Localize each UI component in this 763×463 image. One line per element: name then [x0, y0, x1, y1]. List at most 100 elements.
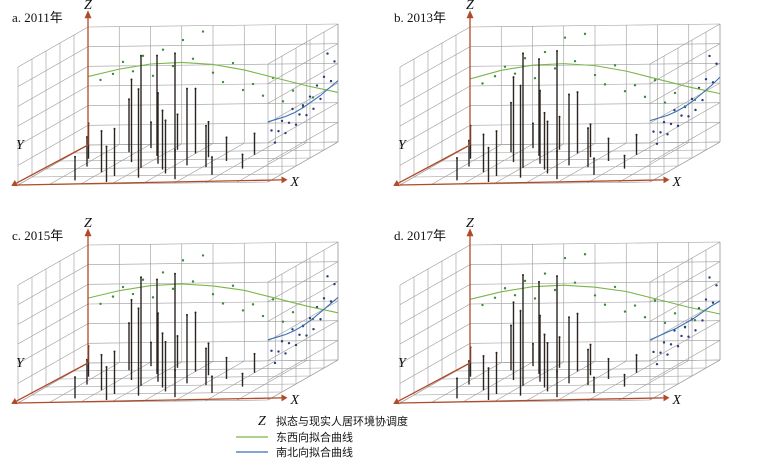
stem-tip	[589, 343, 592, 346]
grid-line	[462, 361, 533, 403]
stem-tip	[140, 54, 142, 57]
ns-point	[676, 124, 680, 128]
ns-point	[701, 98, 704, 102]
grid-line	[80, 143, 151, 185]
stem-tip	[543, 111, 546, 114]
stem-tip	[225, 356, 228, 359]
ew-point	[211, 71, 215, 74]
stem-tip	[522, 52, 524, 55]
grid-line	[399, 284, 471, 325]
ew-point	[121, 285, 125, 289]
stem-tip	[510, 324, 512, 327]
ew-point	[231, 284, 235, 287]
ew-point	[191, 280, 195, 283]
grid-line	[267, 359, 339, 401]
ns-point	[715, 62, 718, 65]
ns-point	[329, 300, 333, 303]
ns-point	[305, 334, 308, 337]
ew-point	[663, 101, 667, 104]
ew-point	[111, 295, 115, 298]
stem-tip	[487, 367, 490, 370]
stem-tip	[607, 357, 610, 360]
x-axis	[17, 397, 282, 404]
grid-line	[267, 102, 339, 143]
ew-point	[141, 54, 145, 58]
stem-tip	[556, 370, 558, 373]
ew-point	[141, 278, 145, 281]
grid-line	[587, 142, 658, 184]
grid-line	[31, 173, 283, 178]
z-axis-label: Z	[84, 216, 92, 231]
ew-point	[281, 100, 285, 103]
stem-tip	[174, 369, 176, 372]
grid-line	[524, 361, 596, 402]
grid-line	[399, 46, 471, 87]
stem-tip	[576, 312, 579, 315]
stem-tip	[589, 123, 592, 126]
grid-line	[469, 261, 721, 265]
grid-line	[469, 82, 721, 87]
stem-tip	[512, 76, 515, 79]
grid-line	[267, 320, 339, 361]
stem-tip	[207, 120, 210, 123]
grid-line	[49, 144, 120, 185]
ew-point	[211, 293, 215, 296]
ns-point	[673, 108, 676, 112]
ns-point	[312, 107, 315, 111]
y-axis-arrow	[393, 397, 401, 405]
ns-point	[694, 329, 697, 332]
stem-tip	[194, 311, 197, 314]
ew-point	[593, 294, 597, 297]
grid-line	[649, 23, 721, 65]
ew-point	[493, 296, 497, 299]
stem-tip	[74, 155, 76, 158]
y-axis	[16, 362, 89, 402]
stem-tip	[558, 336, 561, 339]
grid-line	[142, 361, 214, 402]
ns-point	[277, 129, 280, 133]
ns-point	[669, 122, 673, 126]
stem-tip	[538, 280, 540, 283]
grid-line	[649, 102, 721, 143]
ew-point	[181, 38, 185, 42]
grid-line	[17, 264, 89, 305]
ns-point	[708, 54, 711, 58]
ns-point	[659, 131, 662, 134]
ew-point	[643, 95, 647, 99]
grid-line	[142, 143, 214, 184]
ew-curve	[469, 63, 721, 95]
stem-tip	[495, 351, 498, 354]
x-axis-arrow	[281, 394, 288, 402]
grid-line	[469, 300, 721, 305]
stem-tip	[128, 98, 130, 101]
grid-line	[469, 43, 721, 47]
ew-point	[573, 59, 577, 63]
ew-point	[201, 254, 205, 257]
y-axis-label: Y	[398, 138, 408, 153]
ew-point	[513, 294, 517, 297]
ew-point	[633, 84, 637, 87]
grid-line	[469, 23, 721, 28]
legend-ew-text: 东西向拟合曲线	[276, 430, 353, 444]
ew-point	[251, 303, 255, 306]
ns-point	[662, 341, 666, 344]
stem-tip	[556, 149, 558, 152]
stem-tip	[587, 348, 589, 351]
ns-point	[273, 361, 277, 365]
grid-line	[427, 383, 679, 388]
ew-point	[593, 73, 597, 77]
ns-curve	[649, 76, 721, 122]
ew-point	[191, 57, 195, 60]
ns-point	[326, 52, 329, 55]
stem-tip	[510, 101, 512, 104]
grid-line	[399, 323, 471, 364]
ns-point	[294, 123, 298, 126]
ns-point	[280, 119, 284, 123]
stem-tip	[225, 136, 228, 139]
legend-z-text: 拟态与现实人居环境协调度	[276, 414, 408, 428]
grid-line	[87, 281, 339, 285]
grid-line	[649, 141, 721, 183]
